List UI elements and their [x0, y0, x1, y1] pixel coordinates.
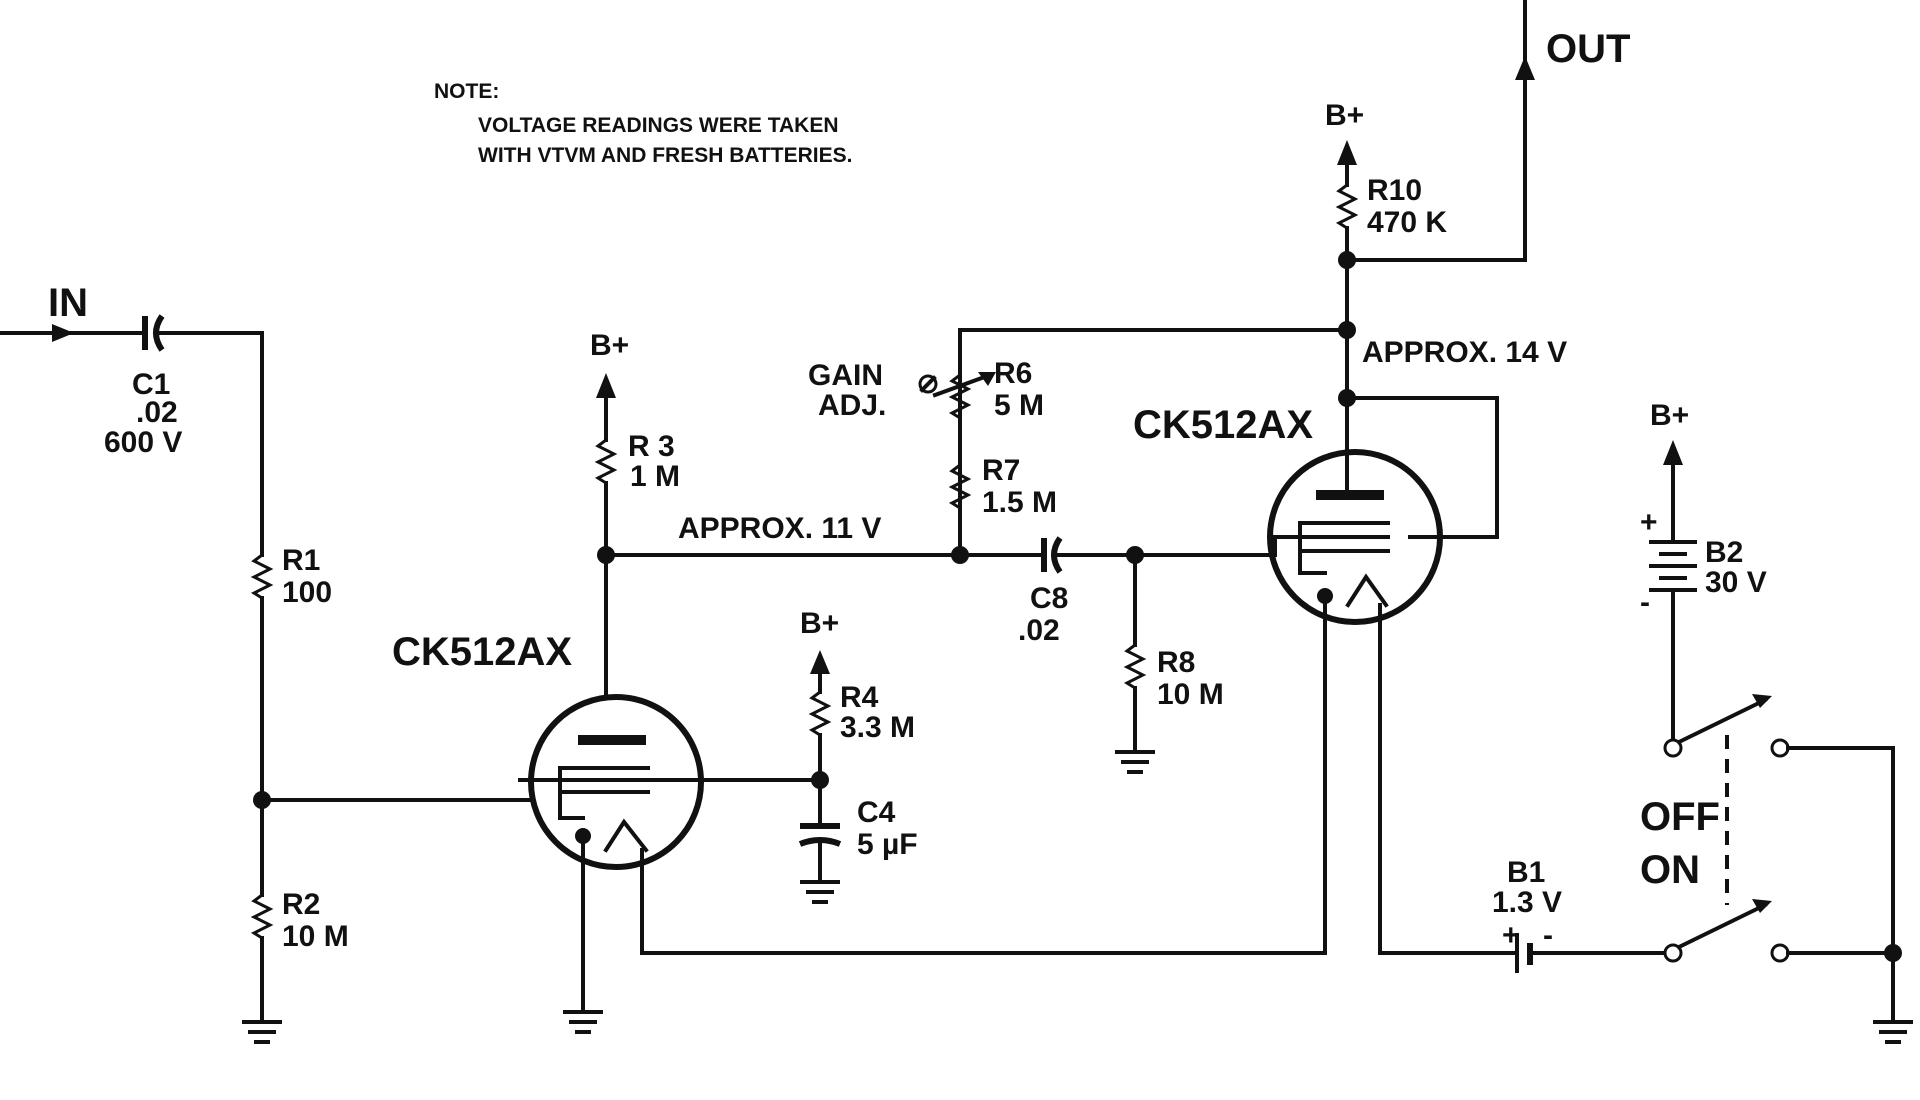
- b2-ref: B2: [1705, 536, 1743, 569]
- r3-ref: R 3: [628, 430, 675, 463]
- r4-value: 3.3 M: [840, 711, 915, 744]
- note-heading: NOTE:: [434, 80, 499, 103]
- ground-icon: [1115, 750, 1155, 774]
- voltage-stage2: APPROX. 14 V: [1362, 336, 1567, 369]
- stage-1: B+ R 3 1 M APPROX. 11 V CK512AX: [260, 329, 1327, 1034]
- capacitor-c1: C1 .02 600 V: [104, 314, 182, 459]
- input-section: IN C1 .02 600 V R1 100 R2 10 M: [0, 281, 349, 1044]
- node-screen1: [811, 771, 829, 789]
- b2-value: 30 V: [1705, 566, 1767, 599]
- capacitor-c4: C4 5 µF: [798, 796, 918, 861]
- capacitor-c8: C8 .02: [1018, 536, 1068, 647]
- note-line-1: VOLTAGE READINGS WERE TAKEN: [478, 114, 839, 137]
- r6-value: 5 M: [994, 389, 1044, 422]
- b-plus-arrow-icon: [1663, 440, 1683, 465]
- r2-ref: R2: [282, 888, 320, 921]
- c8-value: .02: [1018, 614, 1060, 647]
- ground-icon: [242, 1020, 282, 1044]
- resistor-r7: R7 1.5 M: [948, 454, 1057, 519]
- b-plus-label-r10: B+: [1325, 99, 1364, 132]
- c8-ref: C8: [1030, 582, 1068, 615]
- input-arrow-icon: [52, 324, 74, 342]
- switch-on-label: ON: [1640, 848, 1700, 892]
- voltage-stage1: APPROX. 11 V: [678, 512, 881, 545]
- output-label: OUT: [1546, 27, 1630, 71]
- r4-ref: R4: [840, 681, 879, 714]
- r7-value: 1.5 M: [982, 486, 1057, 519]
- note-line-2: WITH VTVM AND FRESH BATTERIES.: [478, 144, 853, 167]
- resistor-r6: GAIN ADJ. R6 5 M: [808, 328, 1044, 422]
- r1-ref: R1: [282, 544, 320, 577]
- gain-network: GAIN ADJ. R6 5 M R7 1.5 M C8 .02 R8 10 M: [808, 328, 1349, 774]
- resistor-r4: R4 3.3 M: [808, 681, 915, 744]
- c1-rating: 600 V: [104, 426, 182, 459]
- r8-value: 10 M: [1157, 678, 1224, 711]
- resistor-r8: R8 10 M: [1123, 643, 1224, 711]
- filament2-wire: [1378, 603, 1482, 955]
- ground-icon: [800, 880, 840, 904]
- b2-minus: -: [1640, 586, 1650, 619]
- gain-label-line2: ADJ.: [818, 389, 886, 422]
- b-plus-label-r4: B+: [800, 607, 839, 640]
- ground-icon: [1873, 1020, 1913, 1044]
- battery-b1: + - B1 1.3 V: [1492, 856, 1562, 973]
- stage-2: B+ R10 470 K APPROX. 14 V OUT CK512AX: [1133, 0, 1630, 955]
- c4-ref: C4: [857, 796, 896, 829]
- ground-icon: [563, 1010, 603, 1034]
- input-label: IN: [48, 281, 88, 325]
- switch-off-label: OFF: [1640, 795, 1720, 839]
- resistor-r10: R10 470 K: [1335, 174, 1447, 239]
- screen2-wire: [1345, 396, 1499, 539]
- b-plus-arrow-icon: [810, 650, 830, 674]
- resistor-r3: R 3 1 M: [594, 430, 680, 493]
- output-arrow-icon: [1515, 56, 1535, 80]
- b1-ref: B1: [1507, 856, 1545, 889]
- b1-value: 1.3 V: [1492, 886, 1562, 919]
- r6-ref: R6: [994, 357, 1032, 390]
- b-plus-label-b2: B+: [1650, 399, 1689, 432]
- gain-label-line1: GAIN: [808, 359, 883, 392]
- c1-value: .02: [136, 396, 178, 429]
- b-plus-label-r3: B+: [590, 329, 629, 362]
- r3-value: 1 M: [630, 460, 680, 493]
- filament-link-wire: [640, 603, 1327, 955]
- r10-ref: R10: [1367, 174, 1422, 207]
- b2-plus: +: [1640, 506, 1658, 539]
- note-block: NOTE: VOLTAGE READINGS WERE TAKEN WITH V…: [434, 80, 853, 167]
- c1-ref: C1: [132, 368, 170, 401]
- b-plus-arrow-icon: [1337, 140, 1357, 165]
- tube-v2-icon: [1267, 449, 1443, 625]
- switch-lower-pole: [1663, 899, 1895, 963]
- resistor-r2: R2 10 M: [250, 888, 349, 953]
- c4-value: 5 µF: [857, 828, 918, 861]
- resistor-r1: R1 100: [250, 544, 332, 609]
- tube-v2-label: CK512AX: [1133, 403, 1313, 447]
- r7-ref: R7: [982, 454, 1020, 487]
- tube-v1-label: CK512AX: [392, 630, 572, 674]
- b-plus-arrow-icon: [596, 373, 616, 398]
- r2-value: 10 M: [282, 920, 349, 953]
- r10-value: 470 K: [1367, 206, 1447, 239]
- switch-upper-pole: [1663, 694, 1895, 957]
- b1-plus: +: [1502, 919, 1520, 952]
- node-feedback: [1338, 321, 1356, 339]
- r8-ref: R8: [1157, 646, 1195, 679]
- b1-minus: -: [1543, 919, 1553, 952]
- power-section: B+ + - B2 30 V OFF ON + - B1: [1378, 399, 1913, 1044]
- battery-b2: + - B2 30 V: [1640, 506, 1767, 619]
- r1-value: 100: [282, 576, 332, 609]
- adjust-arrow-icon: [932, 372, 993, 398]
- c1-to-r1-wire: [158, 331, 264, 557]
- output-wire: [1345, 0, 1527, 262]
